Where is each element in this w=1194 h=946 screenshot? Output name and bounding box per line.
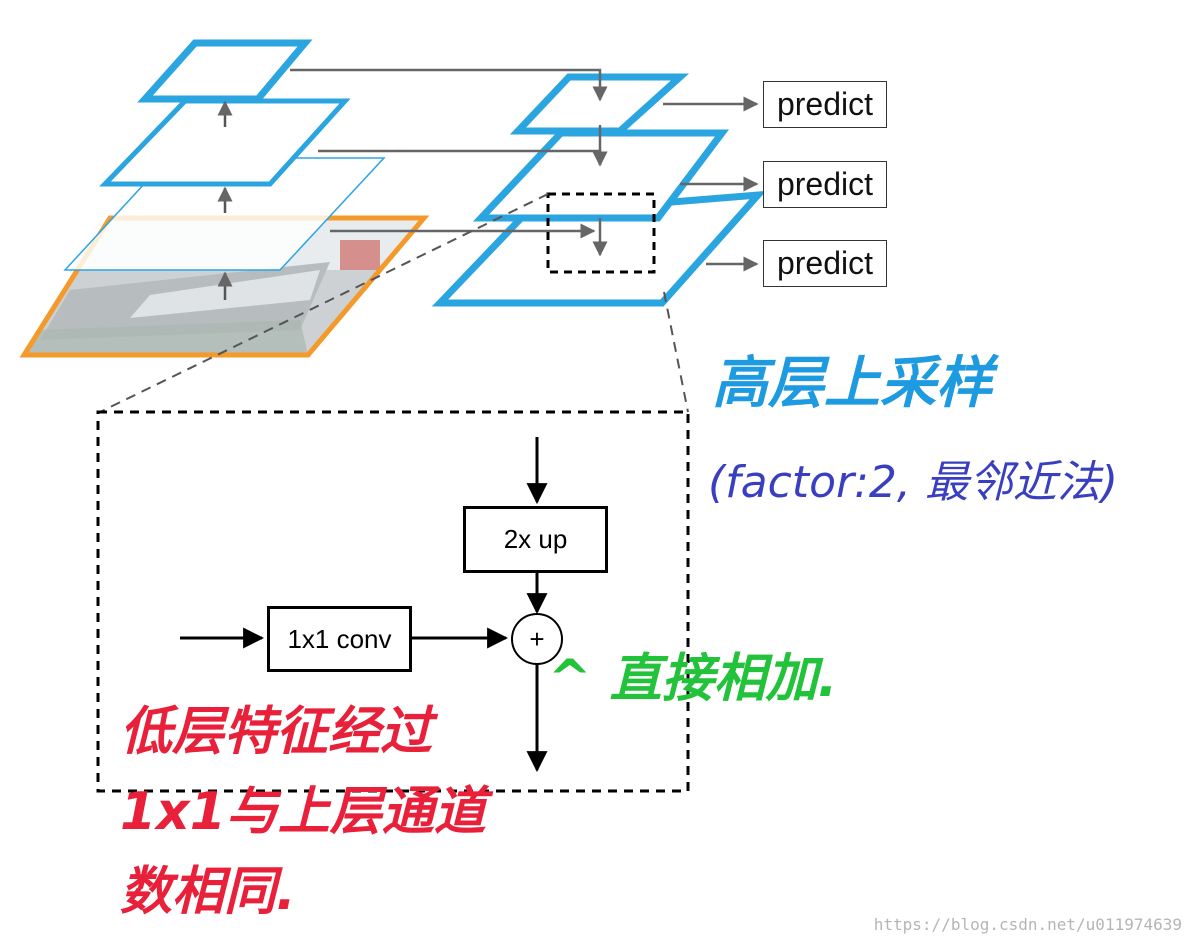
add-symbol: + [529,624,544,654]
annotation-factor: (factor:2, 最邻近法) [708,457,1119,508]
annotation-lateral-line1: 低层特征经过 [120,702,433,762]
merged-level-3 [509,73,690,135]
zoom-lines [99,193,689,413]
pyramid-level-2 [99,98,351,187]
watermark: https://blog.csdn.net/u011974639 [873,915,1182,934]
predict-arrows [663,96,759,272]
predict-box-middle: predict [763,161,887,208]
add-node [511,613,563,665]
detail-box [96,410,690,793]
zoom-region [546,192,656,274]
upsample-box: 2x up [463,506,608,573]
annotation-add: ^ 直接相加. [548,649,838,709]
predict-box-top: predict [763,81,887,128]
annotation-upsample: 高层上采样 [712,351,992,416]
predict-box-bottom: predict [763,240,887,287]
detail-arrows [180,437,548,773]
conv-box: 1x1 conv [267,606,412,672]
annotation-lateral-line2: 1x1与上层通道 [120,782,486,842]
annotation-lateral-line3: 数相同. [120,862,296,922]
pyramid-level-3 [137,39,313,103]
